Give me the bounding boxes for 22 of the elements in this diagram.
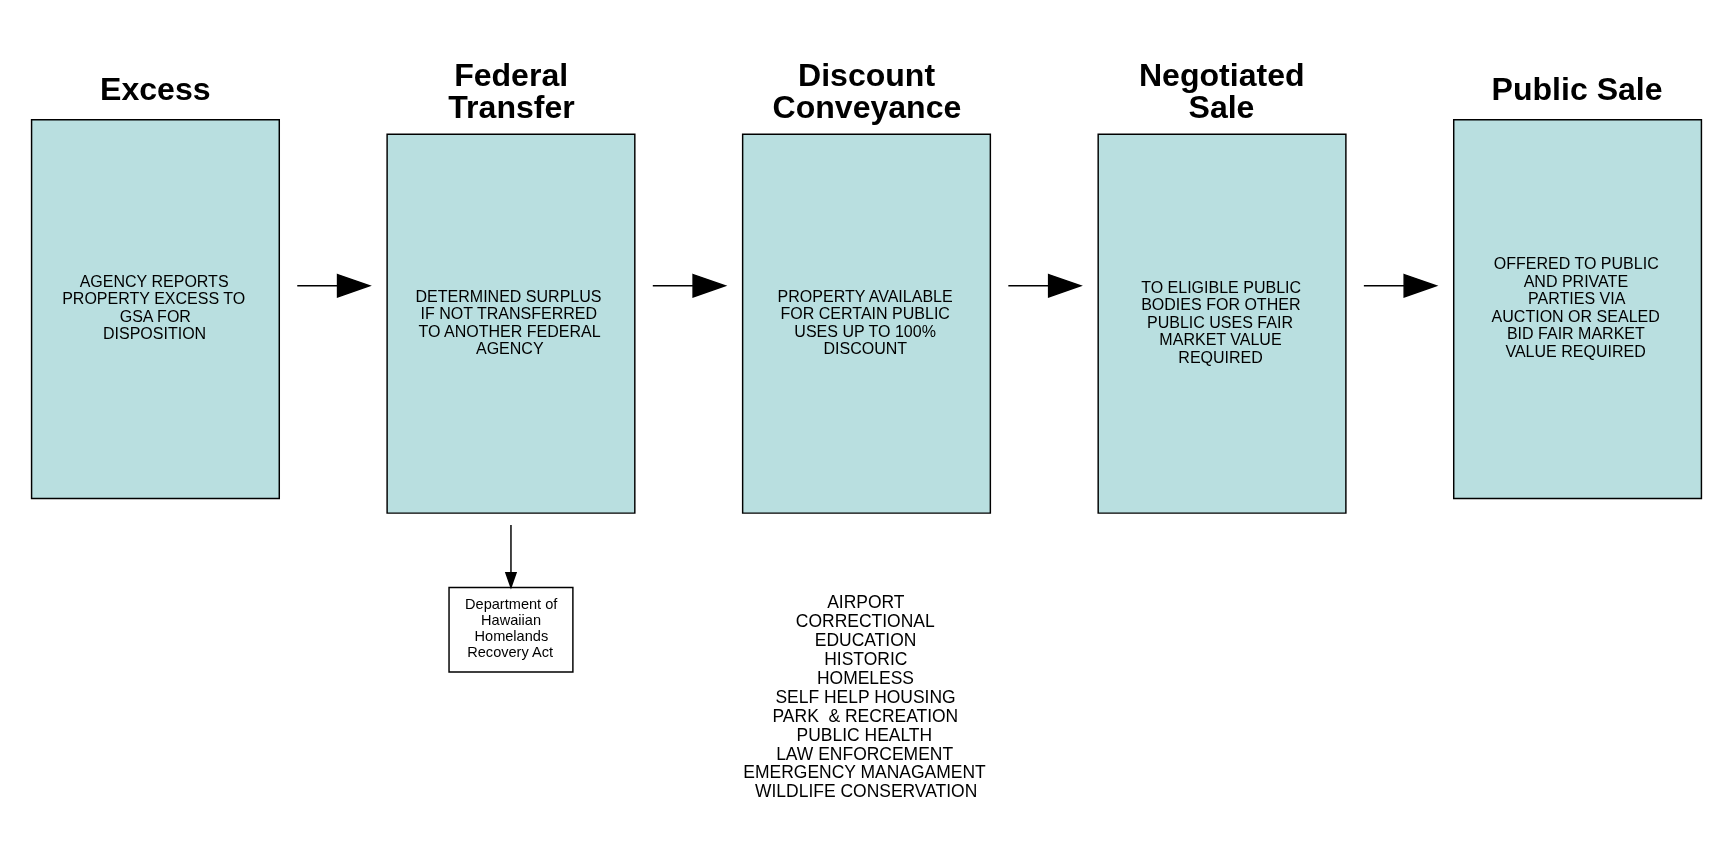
label: SELF HELP HOUSING — [775, 686, 956, 707]
node-label: Discount Conveyance — [772, 56, 962, 125]
label: EDUCATION — [814, 629, 917, 650]
node-label: Federal Transfer — [448, 56, 575, 125]
arrow — [296, 273, 372, 299]
node-label: Negotiated Sale — [1138, 56, 1305, 125]
arrow — [504, 524, 518, 590]
arrow — [1363, 273, 1439, 299]
label: PUBLIC HEALTH — [796, 724, 933, 745]
label: HOMELESS — [816, 667, 915, 688]
node-box: Department of Hawaiian Homelands Recovery Act — [448, 586, 574, 673]
label: HISTORIC — [824, 648, 908, 669]
arrow — [1007, 273, 1083, 299]
arrow — [652, 273, 728, 299]
label: AIRPORT — [827, 591, 905, 612]
label: EMERGENCY MANAGAMENT — [743, 762, 986, 783]
node-label: Public Sale — [1491, 71, 1663, 108]
label: CORRECTIONAL — [795, 610, 935, 631]
label: WILDLIFE CONSERVATION — [755, 781, 978, 802]
label: LAW ENFORCEMENT — [776, 743, 954, 764]
node-label: Excess — [100, 71, 211, 108]
label: PARK & RECREATION — [772, 705, 959, 726]
